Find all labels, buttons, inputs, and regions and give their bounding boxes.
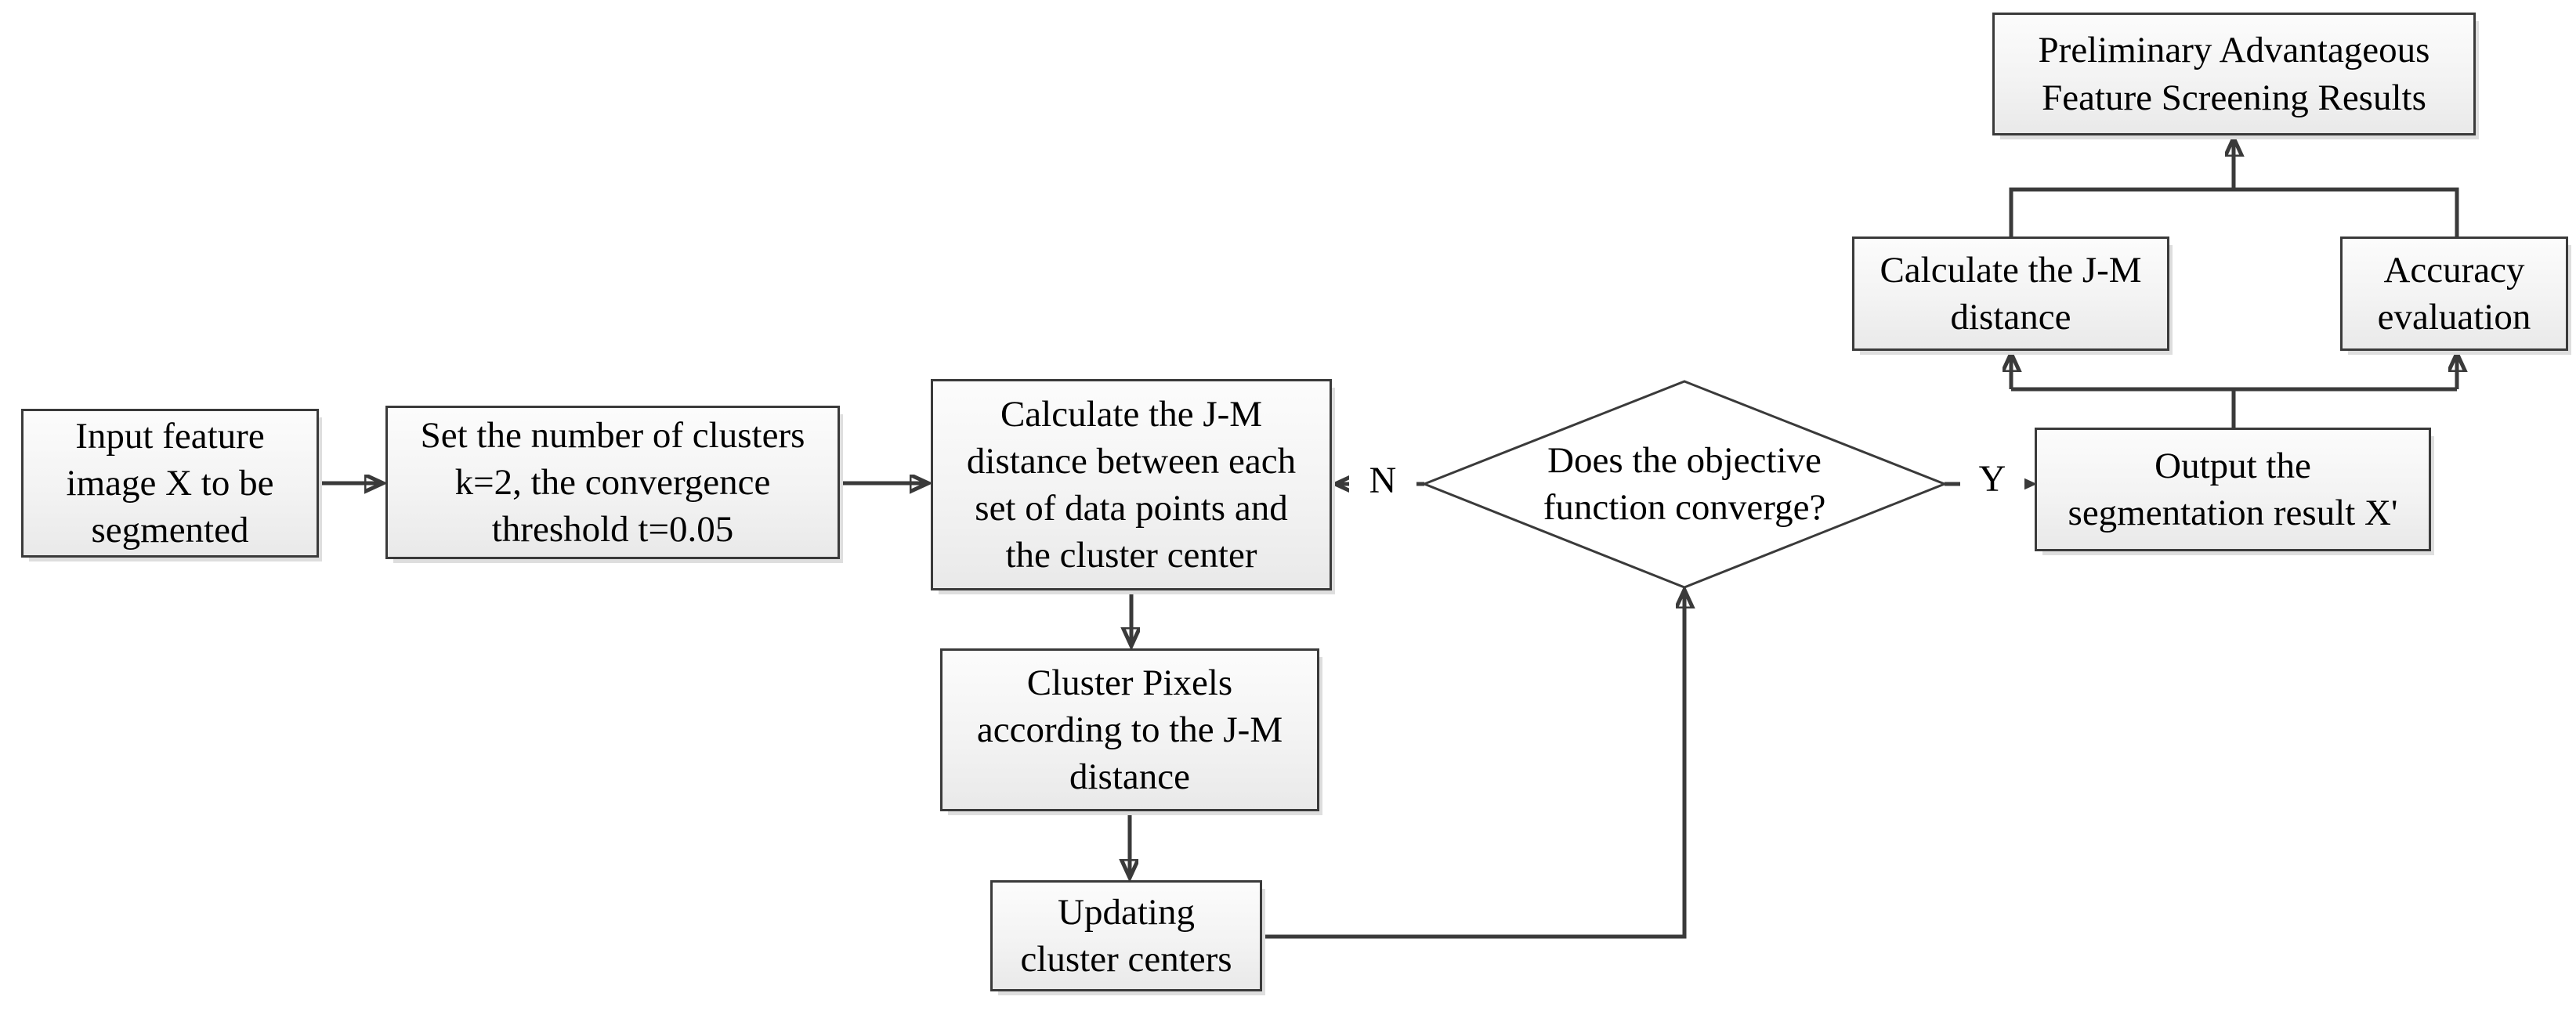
node-accuracy-evaluation: Accuracy evaluation xyxy=(2340,237,2568,351)
edge-merge-trunk xyxy=(2009,187,2459,237)
node-accuracy-evaluation-label: Accuracy evaluation xyxy=(2377,249,2531,338)
node-calc-jm-distance-points: Calculate the J-M distance between each … xyxy=(931,379,1332,590)
decision-no-label: N xyxy=(1349,460,1416,501)
node-input-feature-image-label: Input feature image X to be segmented xyxy=(66,415,274,551)
node-calculate-jm-distance: Calculate the J-M distance xyxy=(1852,237,2169,351)
node-calculate-jm-distance-label: Calculate the J-M distance xyxy=(1880,249,2142,338)
edge-output-split-trunk xyxy=(2011,387,2457,428)
decision-yes-label: Y xyxy=(1960,459,2024,500)
node-output-segmentation-result-label: Output the segmentation result X' xyxy=(2068,445,2398,533)
node-updating-cluster-centers: Updating cluster centers xyxy=(990,880,1262,991)
node-set-cluster-params-label: Set the number of clusters k=2, the conv… xyxy=(420,414,805,551)
node-cluster-pixels: Cluster Pixels according to the J-M dist… xyxy=(940,648,1319,811)
node-decision-converge: Does the objective function converge? xyxy=(1504,423,1865,545)
edge-update-to-decision-feedback xyxy=(1262,590,1684,939)
node-output-segmentation-result: Output the segmentation result X' xyxy=(2035,428,2431,551)
node-preliminary-screening-results-label: Preliminary Advantageous Feature Screeni… xyxy=(2038,30,2430,118)
node-calc-jm-distance-points-label: Calculate the J-M distance between each … xyxy=(966,393,1297,576)
node-set-cluster-params: Set the number of clusters k=2, the conv… xyxy=(385,406,840,559)
node-updating-cluster-centers-label: Updating cluster centers xyxy=(1020,891,1232,980)
node-preliminary-screening-results: Preliminary Advantageous Feature Screeni… xyxy=(1992,13,2476,135)
node-input-feature-image: Input feature image X to be segmented xyxy=(21,409,319,558)
node-cluster-pixels-label: Cluster Pixels according to the J-M dist… xyxy=(976,662,1283,798)
node-decision-converge-label: Does the objective function converge? xyxy=(1543,439,1826,528)
